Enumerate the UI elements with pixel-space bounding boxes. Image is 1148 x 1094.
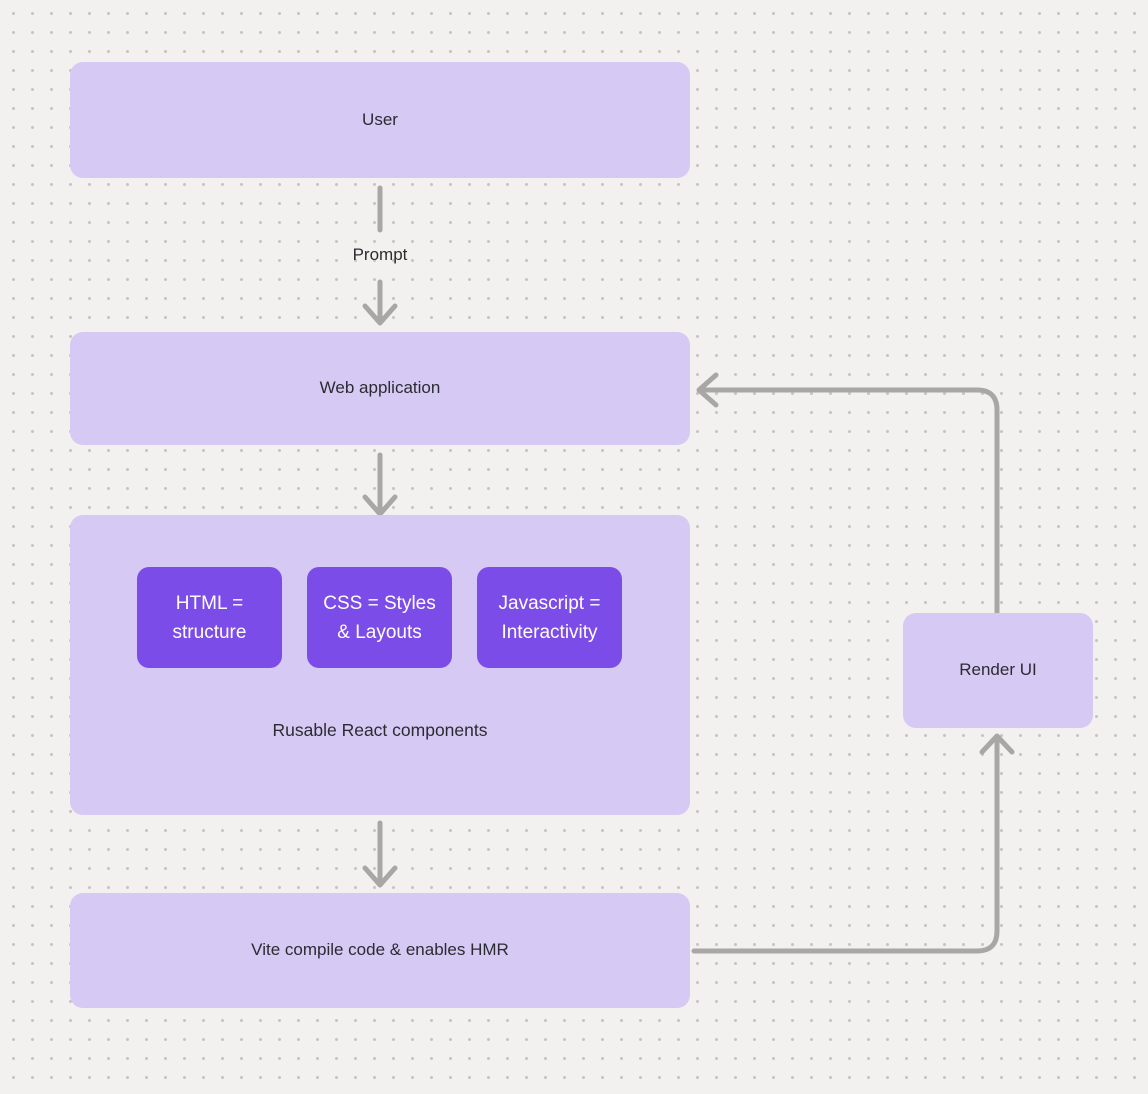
arrowhead-down-icon — [362, 494, 398, 517]
node-user-label: User — [362, 109, 398, 129]
edge-label-prompt: Prompt — [352, 245, 408, 264]
components-group-caption: Rusable React components — [272, 720, 488, 740]
card-css[interactable]: CSS = Styles & Layouts — [307, 567, 452, 668]
node-components-group[interactable]: HTML = structure CSS = Styles & Layouts … — [70, 515, 690, 815]
card-html-line2: structure — [172, 621, 247, 643]
arrowhead-left-icon — [696, 372, 719, 408]
arrowhead-down-icon — [362, 303, 398, 326]
node-vite-label: Vite compile code & enables HMR — [251, 940, 509, 960]
card-html[interactable]: HTML = structure — [137, 567, 282, 668]
node-render-ui[interactable]: Render UI — [903, 613, 1093, 728]
connector-vite-to-renderui[interactable] — [691, 733, 1015, 954]
node-web-application[interactable]: Web application — [70, 332, 690, 445]
node-user[interactable]: User — [70, 62, 690, 178]
card-javascript-line2: Interactivity — [501, 621, 598, 643]
node-web-application-label: Web application — [319, 378, 441, 398]
arrowhead-down-icon — [362, 865, 398, 888]
arrowhead-up-icon — [979, 733, 1015, 755]
components-cards-row: HTML = structure CSS = Styles & Layouts … — [137, 567, 622, 668]
connector-components-to-vite[interactable] — [362, 820, 398, 888]
card-javascript[interactable]: Javascript = Interactivity — [477, 567, 622, 668]
node-vite[interactable]: Vite compile code & enables HMR — [70, 893, 690, 1008]
connector-renderui-to-webapp[interactable] — [696, 372, 1000, 616]
node-render-ui-label: Render UI — [959, 660, 1037, 680]
card-html-line1: HTML = — [175, 592, 244, 614]
card-css-line2: & Layouts — [337, 621, 422, 643]
card-css-line1: CSS = Styles — [323, 592, 436, 614]
card-javascript-line1: Javascript = — [498, 592, 601, 614]
connector-webapp-to-components[interactable] — [362, 452, 398, 517]
